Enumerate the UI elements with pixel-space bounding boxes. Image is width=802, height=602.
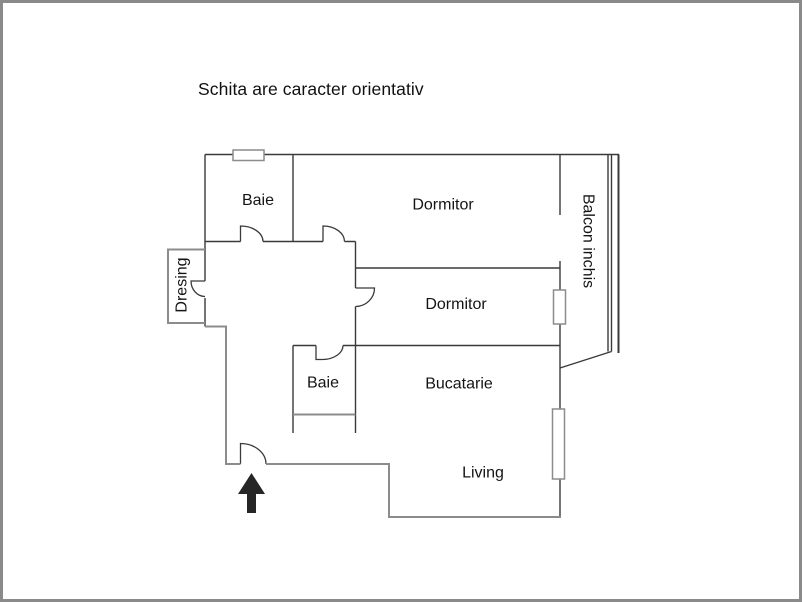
room-label-baie-top: Baie (242, 192, 274, 209)
door-arc-dormitor-middle (355, 287, 376, 308)
door-arc-baie-top (239, 225, 264, 242)
room-labels: Baie Dormitor Dormitor Baie Bucatarie Li… (174, 192, 597, 482)
window-baie-top-icon (232, 149, 265, 162)
room-label-dresing: Dresing (174, 257, 191, 312)
door-arcs (190, 225, 376, 465)
diagram-title: Schita are caracter orientativ (198, 79, 424, 99)
room-label-baie-middle: Baie (307, 375, 339, 392)
wall-bottom (266, 463, 561, 518)
door-arc-dresing (190, 280, 206, 298)
door-arc-entrance (239, 442, 267, 465)
window-living-icon (551, 408, 566, 480)
secondary-walls (167, 248, 561, 518)
window-dormitor-middle-icon (552, 289, 567, 325)
windows (232, 149, 567, 480)
room-label-living: Living (462, 465, 504, 482)
dresing-box (167, 248, 205, 324)
entrance-arrow-icon (238, 473, 265, 513)
room-label-balcon: Balcon inchis (579, 194, 596, 288)
room-label-dormitor-middle: Dormitor (425, 296, 487, 313)
wall-step-left (205, 325, 241, 465)
balcony-glazing-inner (607, 154, 613, 352)
wall-balcony-diagonal (559, 350, 612, 369)
room-label-dormitor-top: Dormitor (412, 197, 474, 214)
room-label-bucatarie: Bucatarie (425, 376, 493, 393)
main-walls (204, 153, 620, 517)
door-arc-dormitor-top (322, 225, 346, 242)
door-arc-baie-middle (315, 345, 344, 361)
floor-plan-drawing: Baie Dormitor Dormitor Baie Bucatarie Li… (167, 149, 620, 518)
